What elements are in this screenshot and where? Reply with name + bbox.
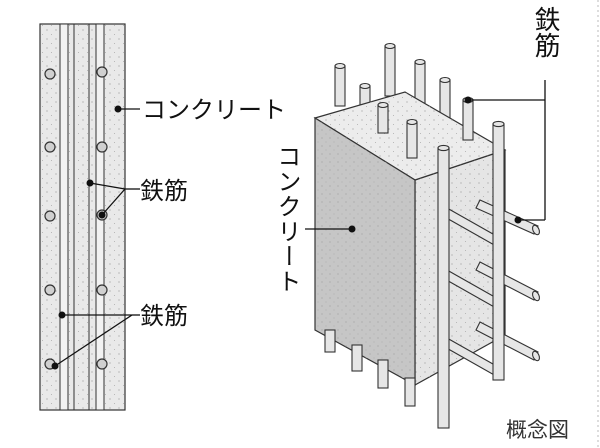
label-rebar-right: 鉄筋 (530, 6, 560, 58)
leader-rebar-left-upper (86, 179, 140, 219)
leader-concrete-right (305, 225, 356, 233)
bottom-vertical-rebars (324, 329, 416, 407)
wall-section: コンクリート 鉄筋 鉄筋 (39, 23, 286, 411)
concrete-block-3d: コンクリート 鉄筋 (273, 6, 560, 429)
leader-rebar-left-lower (51, 311, 140, 370)
leader-concrete-left (114, 105, 140, 113)
label-rebar-left-upper: 鉄筋 (140, 177, 188, 205)
horizontal-rebars (442, 199, 540, 378)
label-concrete-right: コンクリート (273, 144, 301, 294)
caption-concept-diagram: 概念図 (506, 418, 569, 442)
label-rebar-left-lower: 鉄筋 (140, 302, 188, 330)
rear-vertical-rebars (334, 42, 451, 121)
wall-rebar-left (59, 23, 69, 411)
leader-rebar-right (464, 80, 546, 224)
corner-vertical-rebars (437, 120, 505, 429)
label-concrete-left: コンクリート (142, 96, 286, 124)
